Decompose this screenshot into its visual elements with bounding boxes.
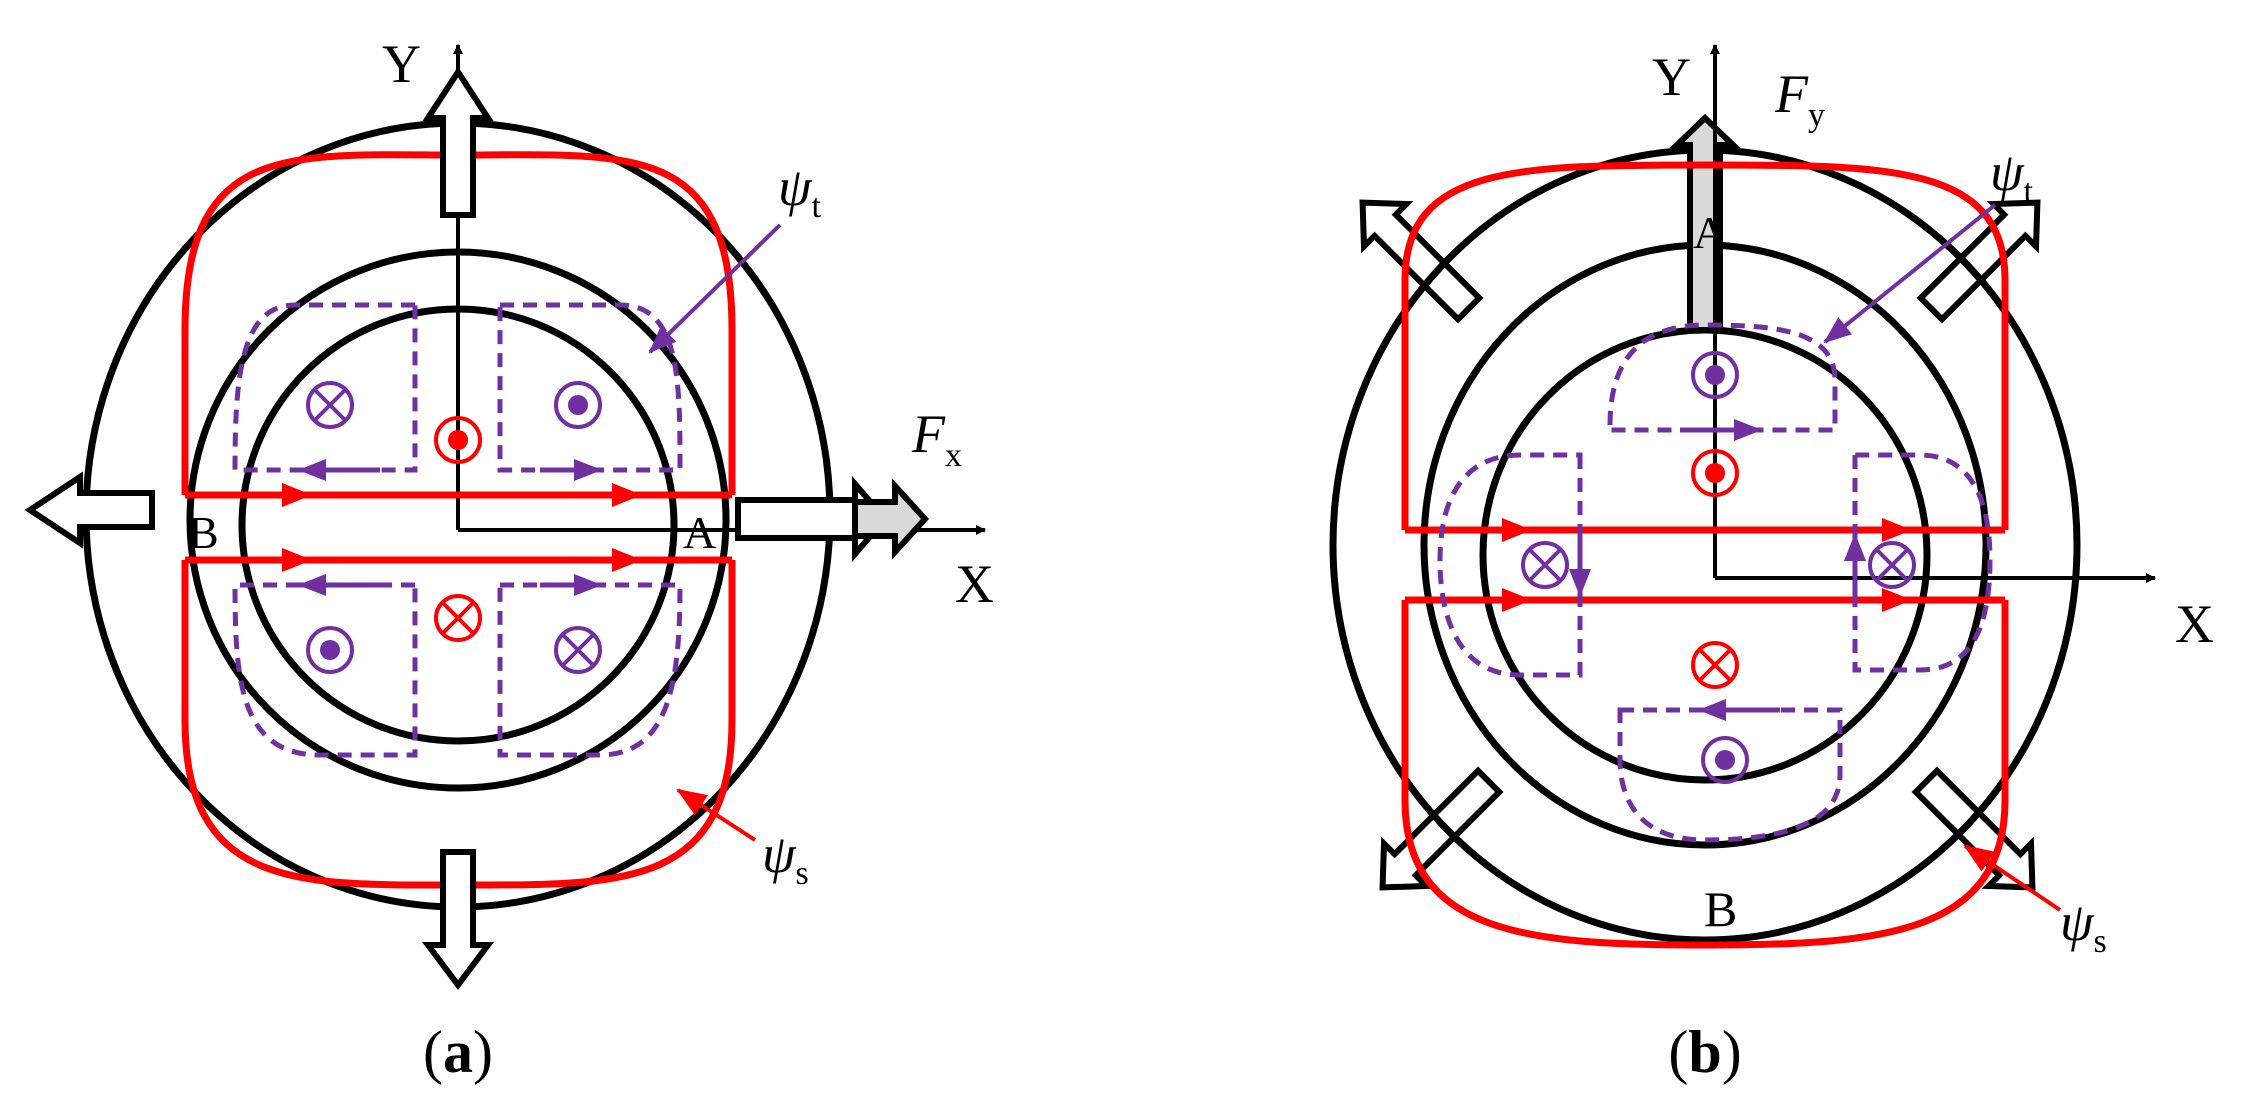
panel-b-psi-t-loop-right: [1852, 452, 1993, 673]
panel-b-psi-t-loop-bottom: [1617, 707, 1843, 843]
panel-b-psi-t-pointer: [1823, 203, 1997, 344]
panel-b-current-dot-icon: [1701, 736, 1749, 784]
panel-a: Y X B A Fx ψt ψs (a): [24, 34, 994, 1085]
panel-a-fx-force-arrow-icon: [852, 478, 930, 560]
panel-a-current-dot-icon: [554, 381, 602, 429]
panel-b-psi-t-loop-top: [1607, 322, 1838, 433]
panel-a-psi-s-lower-loop: [181, 560, 736, 889]
panel-b: Y X A B Fy ψt ψs (b): [1329, 44, 2214, 1085]
panel-b-y-axis-label: Y: [1652, 47, 1691, 107]
panel-a-psi-s-pointer: [676, 788, 757, 842]
panel-a-x-axis-label: X: [955, 554, 994, 614]
panel-b-fy-label: Fy: [1774, 64, 1825, 134]
panel-b-current-dot-icon: [1691, 351, 1739, 399]
panel-a-point-a-label: A: [683, 507, 716, 558]
panel-b-psi-s-label: ψs: [2060, 892, 2107, 960]
panel-a-psi-t-label: ψt: [778, 157, 822, 225]
panel-b-point-a-label: A: [1693, 207, 1726, 258]
panel-b-point-b-label: B: [1704, 881, 1737, 937]
panel-b-force-arrow-ul-icon: [1359, 199, 1484, 324]
panel-a-psi-t-loop-ll: [232, 582, 418, 758]
panel-b-psi-t-label: ψt: [1990, 142, 2034, 210]
panel-b-psi-t-loop-left: [1437, 452, 1583, 678]
panel-b-psi-s-lower-loop: [1401, 600, 2009, 949]
panel-b-force-arrow-ur-icon: [1916, 199, 2041, 324]
panel-a-force-arrow-down-icon: [422, 849, 494, 990]
panel-a-force-arrow-left-icon: [24, 471, 155, 549]
panel-a-psi-t-loop-ul: [232, 302, 418, 473]
panel-a-force-arrow-up-icon: [422, 66, 494, 218]
panel-a-current-dot-icon: [434, 416, 482, 464]
panel-b-psi-s-upper-loop: [1401, 161, 2009, 530]
panel-b-current-cross-icon: [1691, 641, 1739, 689]
panel-a-caption: (a): [423, 1019, 493, 1085]
panel-b-psi-s-pointer: [1963, 844, 2062, 912]
panel-b-force-arrow-lr-icon: [1911, 766, 2036, 891]
panel-a-point-b-label: B: [188, 507, 219, 558]
panel-a-psi-t-pointer: [648, 223, 782, 354]
panel-b-current-dot-icon: [1691, 449, 1739, 497]
panel-b-x-axis-label: X: [2175, 594, 2214, 654]
panel-a-current-cross-icon: [434, 594, 482, 642]
panel-a-current-cross-icon: [306, 381, 354, 429]
panel-a-psi-s-label: ψs: [762, 824, 809, 892]
panel-a-current-dot-icon: [306, 626, 354, 674]
panel-a-y-axis-label: Y: [382, 34, 421, 94]
panel-a-current-cross-icon: [554, 626, 602, 674]
panel-a-fx-label: Fx: [911, 404, 962, 474]
panel-b-current-cross-icon: [1521, 541, 1569, 589]
panel-b-current-cross-icon: [1868, 541, 1916, 589]
panel-b-caption: (b): [1668, 1019, 1741, 1085]
panel-a-psi-t-loop-lr: [497, 582, 683, 758]
panel-a-psi-t-loop-ur: [497, 302, 683, 473]
panel-b-fy-force-arrow-icon: [1669, 113, 1741, 333]
